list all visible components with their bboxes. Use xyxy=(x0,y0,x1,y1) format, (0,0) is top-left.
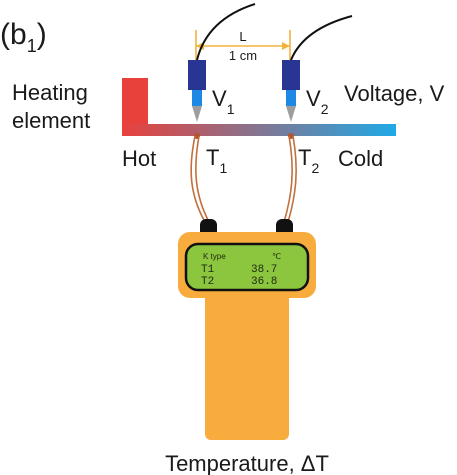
thermocouple-label-t2: T2 xyxy=(298,145,319,176)
hot-label: Hot xyxy=(122,146,156,171)
screen-header-type: K type xyxy=(203,252,226,261)
voltage-label: Voltage, V xyxy=(344,81,445,106)
thermocouple-wire-2 xyxy=(283,135,297,223)
screen-channel-t1: T1 xyxy=(201,264,215,276)
thermometer-screen xyxy=(184,242,310,292)
screen-value-t1: 38.7 xyxy=(251,264,277,276)
cold-label: Cold xyxy=(338,146,383,171)
heater-label-line1: Heating xyxy=(12,80,88,105)
temperature-label: Temperature, ΔT xyxy=(165,451,329,475)
distance-value: 1 cm xyxy=(229,48,257,63)
screen-value-t2: 36.8 xyxy=(251,276,277,288)
screen-header-unit: ℃ xyxy=(272,252,281,261)
voltage-probe-1 xyxy=(188,60,206,122)
screen-channel-t2: T2 xyxy=(201,276,214,288)
distance-symbol: L xyxy=(239,29,246,44)
probe-label-v2: V2 xyxy=(306,86,329,117)
distance-marker xyxy=(195,30,291,62)
probe-label-v1: V1 xyxy=(212,86,235,117)
sample-bar xyxy=(122,124,396,136)
probe-wire-2 xyxy=(290,15,353,61)
panel-label: (b1) xyxy=(0,18,47,56)
heating-element xyxy=(122,78,148,124)
thermocouple-label-t1: T1 xyxy=(206,145,227,176)
heater-label-line2: element xyxy=(12,108,90,133)
probe-wire-1 xyxy=(196,3,256,61)
thermocouple-wire-1 xyxy=(190,135,210,223)
voltage-probe-2 xyxy=(282,60,300,122)
